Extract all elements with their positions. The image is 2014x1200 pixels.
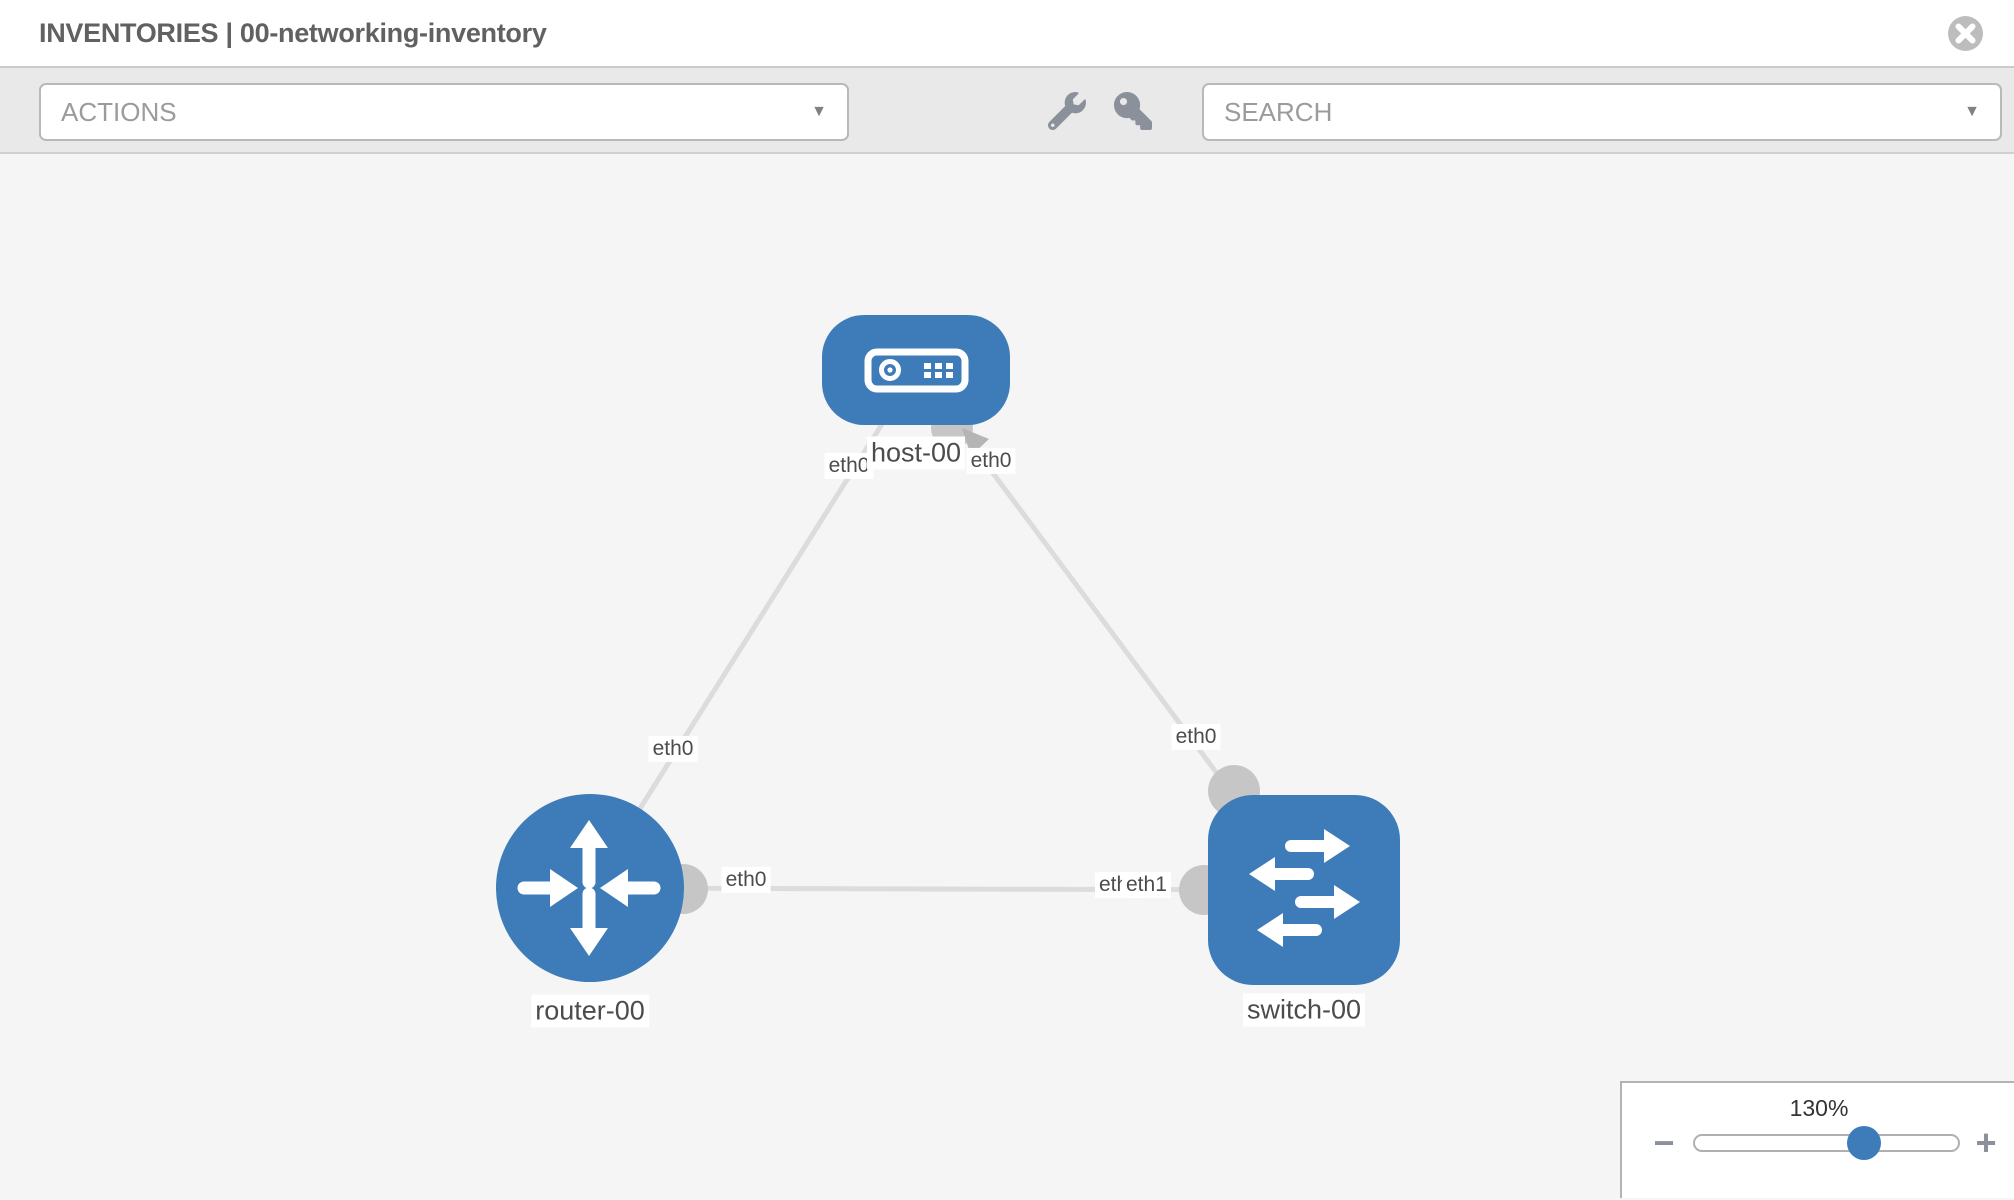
node-label-router: router-00 xyxy=(531,994,649,1028)
close-button[interactable] xyxy=(1947,15,1984,52)
key-button[interactable] xyxy=(1113,92,1153,132)
node-host-00[interactable] xyxy=(822,315,1010,425)
iface-label: eth0 xyxy=(966,447,1016,475)
iface-label: eth0 xyxy=(824,452,874,480)
search-dropdown[interactable]: SEARCH ▼ xyxy=(1202,83,2002,141)
topology-svg xyxy=(496,315,1400,985)
wrench-icon xyxy=(1047,92,1086,131)
node-label-switch: switch-00 xyxy=(1242,993,1366,1027)
router-icon xyxy=(517,820,661,956)
zoom-slider-track[interactable] xyxy=(1693,1134,1960,1152)
search-dropdown-label: SEARCH xyxy=(1224,96,1333,127)
node-switch-00[interactable] xyxy=(1208,795,1400,985)
toolbar: ACTIONS ▼ SEARCH ▼ xyxy=(0,68,2014,154)
window-header: INVENTORIES | 00-networking-inventory xyxy=(0,0,2014,68)
iface-label: eth0 xyxy=(721,866,771,894)
chevron-down-icon: ▼ xyxy=(1964,103,1980,120)
node-router-00[interactable] xyxy=(496,794,684,982)
zoom-slider-thumb[interactable] xyxy=(1847,1126,1881,1160)
zoom-level: 130% xyxy=(1789,1095,1849,1121)
switch-icon xyxy=(1249,829,1360,947)
key-icon xyxy=(1114,92,1152,130)
close-icon xyxy=(1948,16,1983,51)
node-label-host: host-00 xyxy=(866,436,966,470)
actions-dropdown-label: ACTIONS xyxy=(61,96,177,127)
topology-canvas[interactable]: eth0 eth0 eth0 eth0 eth0 eth0 eth1 host-… xyxy=(0,154,2014,1198)
iface-label: eth0 xyxy=(1171,723,1221,751)
page-title: INVENTORIES | 00-networking-inventory xyxy=(39,17,547,48)
zoom-panel: 130% − + xyxy=(1620,1081,2014,1198)
zoom-in-button[interactable]: + xyxy=(1966,1123,2006,1163)
iface-label: eth1 xyxy=(1122,871,1171,899)
configure-button[interactable] xyxy=(1047,92,1087,132)
chevron-down-icon: ▼ xyxy=(811,103,827,120)
host-icon xyxy=(864,348,969,393)
iface-label: eth0 xyxy=(648,735,698,763)
zoom-out-button[interactable]: − xyxy=(1644,1123,1684,1163)
actions-dropdown[interactable]: ACTIONS ▼ xyxy=(39,83,849,141)
